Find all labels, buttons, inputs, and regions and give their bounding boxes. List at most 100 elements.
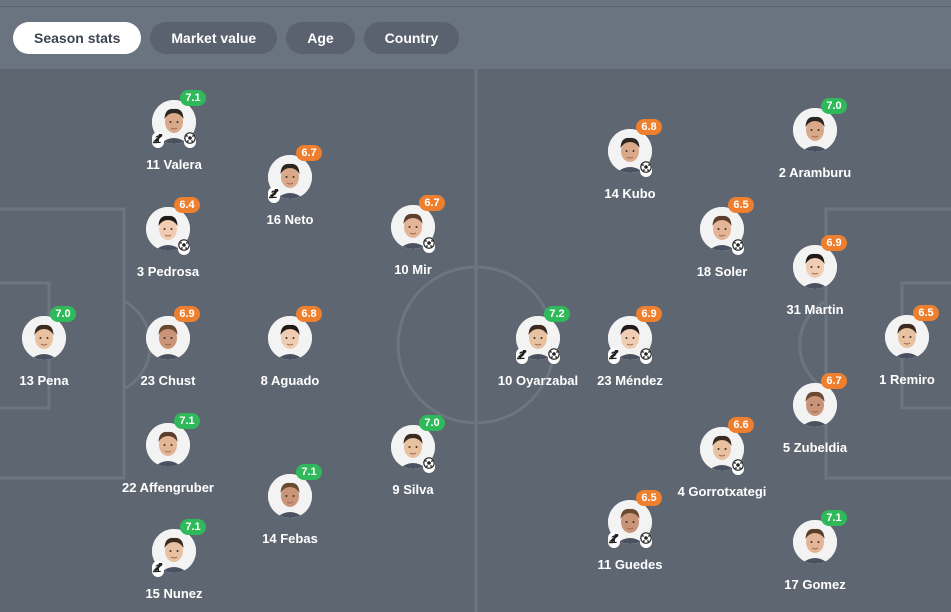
avatar — [793, 108, 837, 152]
rating-badge: 6.9 — [636, 306, 662, 322]
rating-badge: 7.1 — [821, 510, 847, 526]
rating-badge: 6.5 — [636, 490, 662, 506]
rating-badge: 6.7 — [821, 373, 847, 389]
goal-badge: 1 — [178, 239, 191, 255]
player-avatar-wrap: 6.8 — [268, 306, 322, 360]
player-name: 13 Pena — [19, 373, 69, 388]
player-card[interactable]: 7.1 17 Gomez — [755, 510, 875, 593]
rating-badge: 6.4 — [174, 197, 200, 213]
assist-badge: 2 — [267, 187, 280, 203]
player-name: 1 Remiro — [879, 372, 935, 387]
player-avatar-wrap: 6.5 1 1 — [607, 490, 662, 548]
rating-badge: 6.8 — [296, 306, 322, 322]
player-avatar-wrap: 6.72 — [267, 145, 322, 203]
player-name: 8 Aguado — [260, 373, 320, 388]
avatar — [793, 520, 837, 564]
player-name: 3 Pedrosa — [136, 264, 200, 279]
avatar — [608, 129, 652, 173]
player-name: 9 Silva — [392, 482, 434, 497]
player-avatar-wrap: 7.11 — [151, 519, 206, 577]
player-card[interactable]: 6.7410 Mir — [353, 195, 473, 278]
player-card[interactable]: 6.413 Pedrosa — [108, 197, 228, 280]
player-avatar-wrap: 6.81 — [608, 119, 662, 177]
player-name: 22 Affengruber — [122, 480, 214, 495]
player-card[interactable]: 7.11 15 Nunez — [114, 519, 234, 602]
player-card[interactable]: 7.1 22 Affengruber — [108, 413, 228, 496]
tab-season-stats[interactable]: Season stats — [13, 22, 142, 54]
player-name: 18 Soler — [696, 264, 748, 279]
player-name: 10 Oyarzabal — [497, 373, 579, 388]
stat-tabs: Season stats Market value Age Country — [13, 22, 460, 54]
player-card[interactable]: 6.5 1 1 11 Guedes — [570, 490, 690, 573]
player-card[interactable]: 6.7 5 Zubeldia — [755, 373, 875, 456]
player-avatar-wrap: 6.5 — [885, 305, 939, 359]
goal-badge: 4 — [423, 457, 436, 473]
player-name: 17 Gomez — [784, 577, 846, 592]
player-avatar-wrap: 6.9 — [146, 306, 200, 360]
player-avatar-wrap: 6.41 — [146, 197, 200, 255]
rating-badge: 7.1 — [180, 90, 206, 106]
player-name: 11 Valera — [146, 157, 202, 172]
player-card[interactable]: 6.922 23 Méndez — [570, 306, 690, 389]
top-bar: Season stats Market value Age Country — [0, 0, 951, 69]
player-avatar-wrap: 6.74 — [391, 195, 445, 253]
rating-badge: 6.9 — [174, 306, 200, 322]
player-card[interactable]: 7.04 9 Silva — [353, 415, 473, 498]
player-avatar-wrap: 7.0 — [793, 98, 847, 152]
assist-badge: 1 — [607, 532, 620, 548]
rating-badge: 7.1 — [180, 519, 206, 535]
player-avatar-wrap: 7.224 — [515, 306, 570, 364]
player-name: 15 Nunez — [145, 586, 203, 601]
player-avatar-wrap: 7.1 — [268, 464, 322, 518]
rating-badge: 6.6 — [728, 417, 754, 433]
player-name: 10 Mir — [394, 262, 432, 277]
player-card[interactable]: 6.5 1 Remiro — [847, 305, 951, 388]
avatar — [146, 423, 190, 467]
player-name: 14 Febas — [262, 531, 318, 546]
rating-badge: 6.8 — [636, 119, 662, 135]
rating-badge: 6.7 — [419, 195, 445, 211]
tab-age[interactable]: Age — [286, 22, 355, 54]
player-name: 11 Guedes — [597, 557, 663, 572]
player-card[interactable]: 7.1 14 Febas — [230, 464, 350, 547]
player-name: 14 Kubo — [604, 186, 656, 201]
player-card[interactable]: 7.224 10 Oyarzabal — [478, 306, 598, 389]
rating-badge: 7.1 — [174, 413, 200, 429]
player-avatar-wrap: 7.1 — [793, 510, 847, 564]
player-avatar-wrap: 6.51 — [700, 197, 754, 255]
player-avatar-wrap: 7.04 — [391, 415, 445, 473]
goal-badge: 1 — [732, 459, 745, 475]
rating-badge: 6.7 — [296, 145, 322, 161]
player-card[interactable]: 6.7216 Neto — [230, 145, 350, 228]
rating-badge: 6.5 — [913, 305, 939, 321]
avatar — [391, 425, 435, 469]
avatar — [793, 245, 837, 289]
player-avatar-wrap: 6.61 — [700, 417, 754, 475]
player-card[interactable]: 6.8 8 Aguado — [230, 306, 350, 389]
player-name: 4 Gorrotxategi — [677, 484, 767, 499]
player-avatar-wrap: 7.111 — [151, 90, 206, 148]
avatar — [391, 205, 435, 249]
divider — [0, 6, 951, 7]
rating-badge: 7.0 — [821, 98, 847, 114]
tab-country[interactable]: Country — [363, 22, 460, 54]
player-avatar-wrap: 6.9 — [793, 235, 847, 289]
player-name: 5 Zubeldia — [782, 440, 848, 455]
player-card[interactable]: 6.614 Gorrotxategi — [662, 417, 782, 500]
player-name: 16 Neto — [266, 212, 314, 227]
goal-badge: 1 — [640, 532, 653, 548]
player-name: 23 Méndez — [597, 373, 663, 388]
player-card[interactable]: 6.51 18 Soler — [662, 197, 782, 280]
tab-market-value[interactable]: Market value — [150, 22, 278, 54]
goal-badge: 4 — [423, 237, 436, 253]
player-card[interactable]: 7.111 11 Valera — [114, 90, 234, 173]
player-card[interactable]: 6.81 14 Kubo — [570, 119, 690, 202]
rating-badge: 7.1 — [296, 464, 322, 480]
player-avatar-wrap: 7.1 — [146, 413, 200, 467]
avatar — [793, 383, 837, 427]
player-avatar-wrap: 6.922 — [607, 306, 662, 364]
